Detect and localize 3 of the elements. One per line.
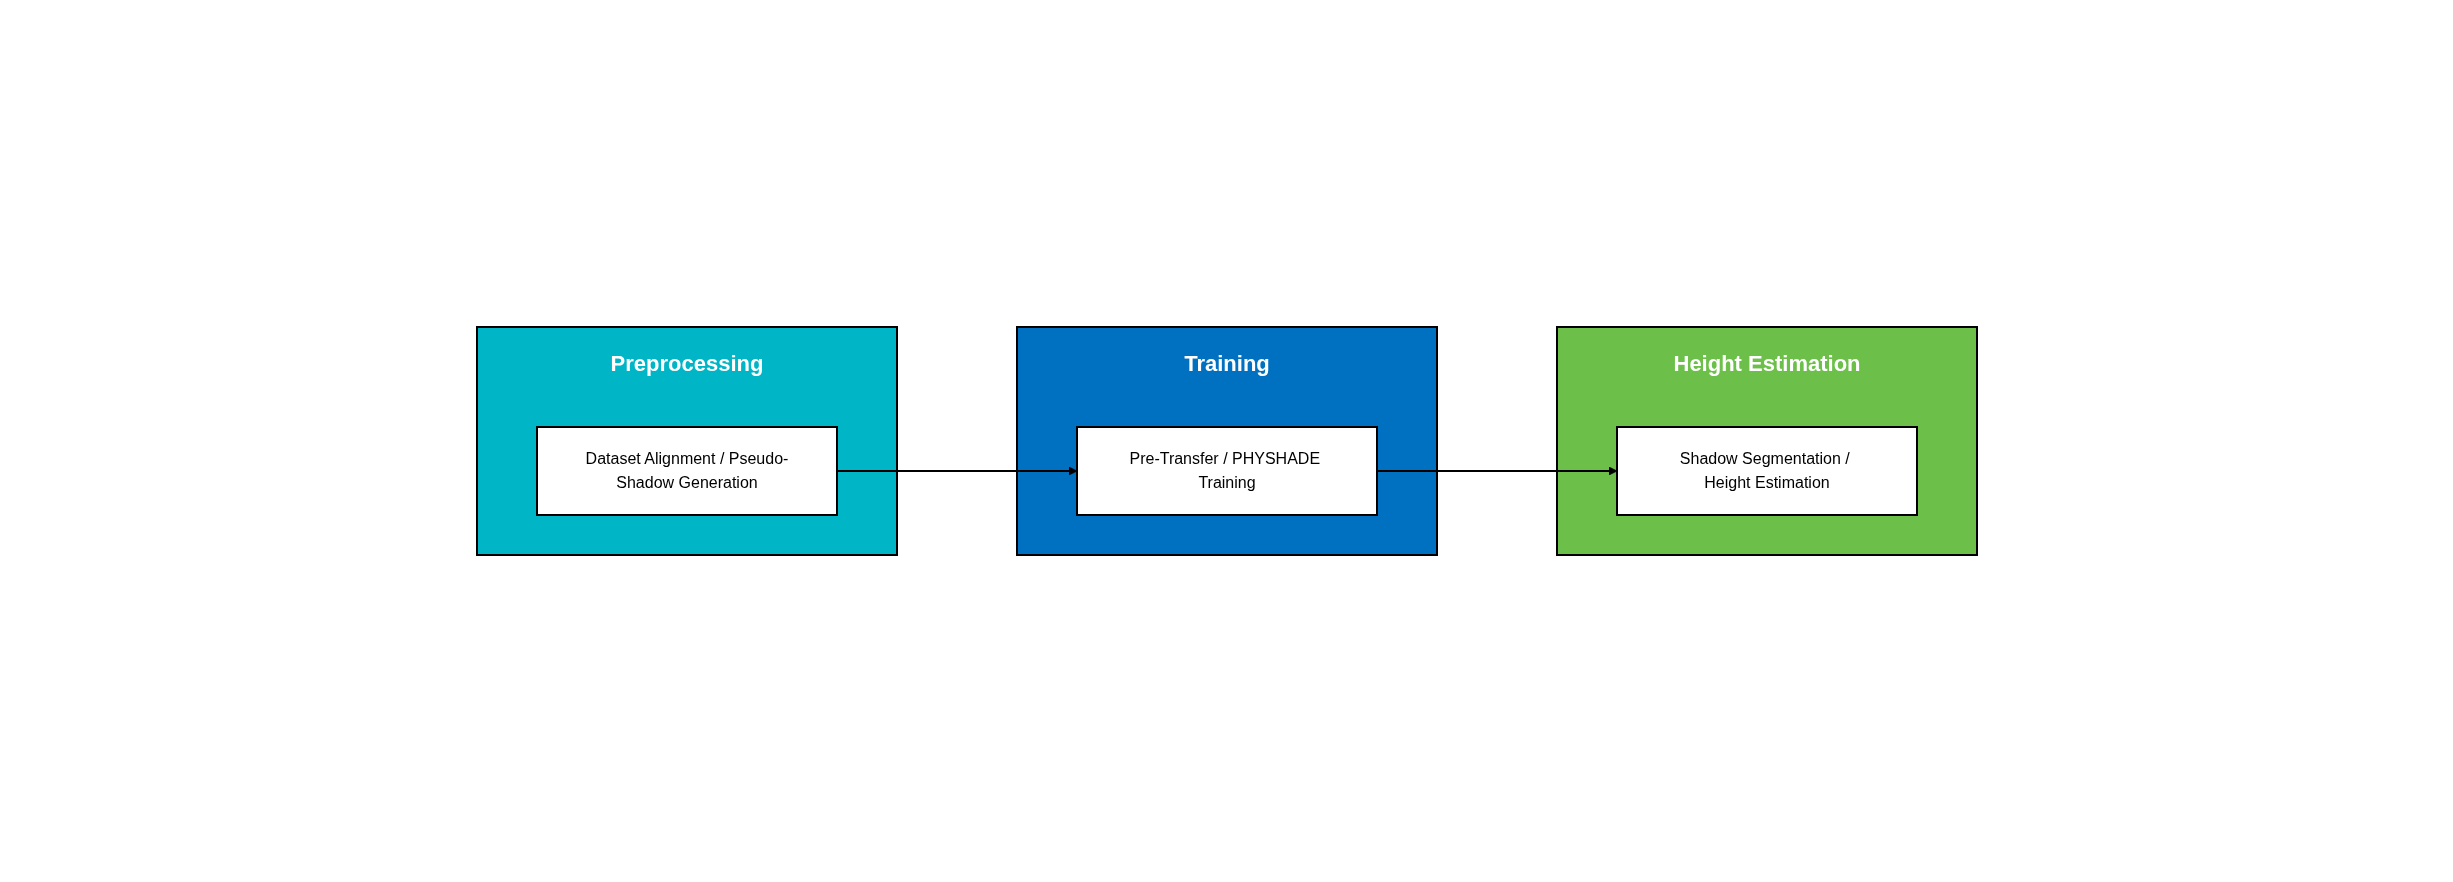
node-box: Pre-Transfer / PHYSHADE Training [1075, 426, 1378, 516]
node-box: Dataset Alignment / Pseudo-Shadow Generation [535, 426, 838, 516]
node-box: Shadow Segmentation / Height Estimation [1615, 426, 1918, 516]
